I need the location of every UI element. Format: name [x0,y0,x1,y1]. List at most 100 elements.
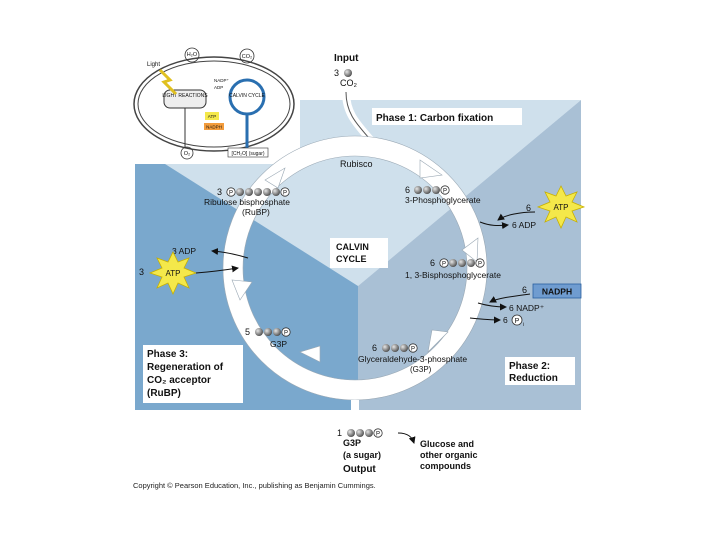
nadph6-count: 6 [522,285,527,295]
nadp6-out: 6 NADP⁺ [509,303,545,313]
output-balls: P [347,428,383,438]
phase3-line-1: Phase 3: [147,349,188,360]
carbon-atom [344,69,352,77]
phase1-label: Phase 1: Carbon fixation [376,113,493,124]
atp3-label: ATP [166,269,181,278]
inset-o2: O₂ [184,151,190,157]
atp3-count: 3 [139,267,144,277]
svg-text:3: 3 [217,187,222,197]
output-desc: (a sugar) [343,450,381,460]
output-result-2: other organic [420,450,478,460]
light-reactions-label: LIGHT REACTIONS [162,93,208,99]
phase2-box [505,357,575,385]
carbon-atom [391,344,399,352]
pga-name: 3-Phosphoglycerate [405,195,481,205]
inset-calvin-label: CALVIN CYCLE [229,93,265,99]
carbon-atom [272,188,280,196]
rubp-name: Ribulose bisphosphate [204,197,290,207]
carbon-atom [449,259,457,267]
phase2-line-1: Phase 2: [509,361,550,372]
phosphate-group [373,428,383,438]
g3p-balls: P [382,343,418,353]
copyright-notice: Copyright © Pearson Education, Inc., pub… [133,481,376,490]
rubp-abbr: (RuBP) [242,207,270,217]
adp3-out: 3 ADP [172,246,196,256]
carbon-atom [458,259,466,267]
phosphate-group [439,258,449,268]
inset-light: Light [147,62,160,68]
g3p-regen-name: G3P [270,339,287,349]
carbon-atom [356,429,364,437]
nadph-box [532,283,582,299]
phosphate-label: P [229,191,233,197]
phosphate-label: P [442,262,446,268]
carbon-atom [467,259,475,267]
g3p-cycle-abbr: (G3P) [410,365,432,374]
atp6-count: 6 [526,203,531,213]
g3p-cycle-molecule: 6 P Glyceraldehyde-3-phosphate (G3P) [358,343,467,374]
input-molecule: CO₂ [340,78,358,88]
cycle-arrow-3 [427,329,449,353]
phosphate-label: P [478,262,482,268]
carbon-atom [236,188,244,196]
carbon-atom [264,328,272,336]
svg-text:5: 5 [245,327,250,337]
inset-co2: CO₂ [242,54,252,60]
carbon-atom [365,429,373,437]
calvin-center-box [330,238,388,268]
svg-text:P: P [515,318,520,325]
carbon-atom [245,188,253,196]
inset-nadph-box [204,123,224,130]
carbon-atom [400,344,408,352]
center-line-1: CALVIN [336,242,369,252]
output-group: 1 P G3P (a sugar) Output Glucose and oth… [337,400,478,475]
g3p-regen-balls: P [255,327,291,337]
carbon-atom [423,186,431,194]
carbon-atom [263,188,271,196]
cycle-arrow-4 [299,345,321,363]
phase3-line-4: (RuBP) [147,388,181,399]
phase3-box [143,345,243,403]
carbon-atom [414,186,422,194]
phosphate-group [408,343,418,353]
phosphate-label: P [411,347,415,353]
cycle-arrow-1 [419,159,443,179]
atp6-burst [536,185,586,229]
phosphate-label: P [443,189,447,195]
output-result-1: Glucose and [420,439,474,449]
phase3-line-3: CO₂ acceptor [147,375,211,386]
svg-text:6: 6 [372,343,377,353]
phosphate-group [226,187,236,197]
atp6-label: ATP [554,203,569,212]
pga-balls: P [414,185,450,195]
carbon-atom [273,328,281,336]
inset-adp: ADP [214,85,223,90]
svg-text:i: i [523,322,524,328]
g3p-cycle-name: Glyceraldehyde-3-phosphate [358,354,467,364]
output-title: Output [343,464,376,475]
g3p-regen-molecule: 5 P G3P [245,327,291,349]
inset-h2o: H₂O [187,52,198,58]
cycle-arrow-5 [231,279,253,301]
phase2-line-2: Reduction [509,373,558,384]
carbon-atom [347,429,355,437]
nadph-label: NADPH [542,287,572,297]
adp6-out: 6 ADP [512,220,536,230]
input-title: Input [334,53,359,64]
input-count: 3 [334,68,339,78]
pi-icon [511,314,523,326]
bpg-name: 1, 3-Bisphosphoglycerate [405,270,501,280]
rubisco-label: Rubisco [340,159,373,169]
chloroplast-inset: LIGHT REACTIONS CALVIN CYCLE H₂O CO₂ Lig… [133,44,300,164]
output-result-3: compounds [420,461,471,471]
cycle-arrow-2 [461,237,479,263]
svg-text:6: 6 [405,185,410,195]
svg-text:NADPH: NADPH [206,125,222,130]
pga-molecule: 6 P 3-Phosphoglycerate [405,185,481,205]
lightning-icon [158,68,178,96]
